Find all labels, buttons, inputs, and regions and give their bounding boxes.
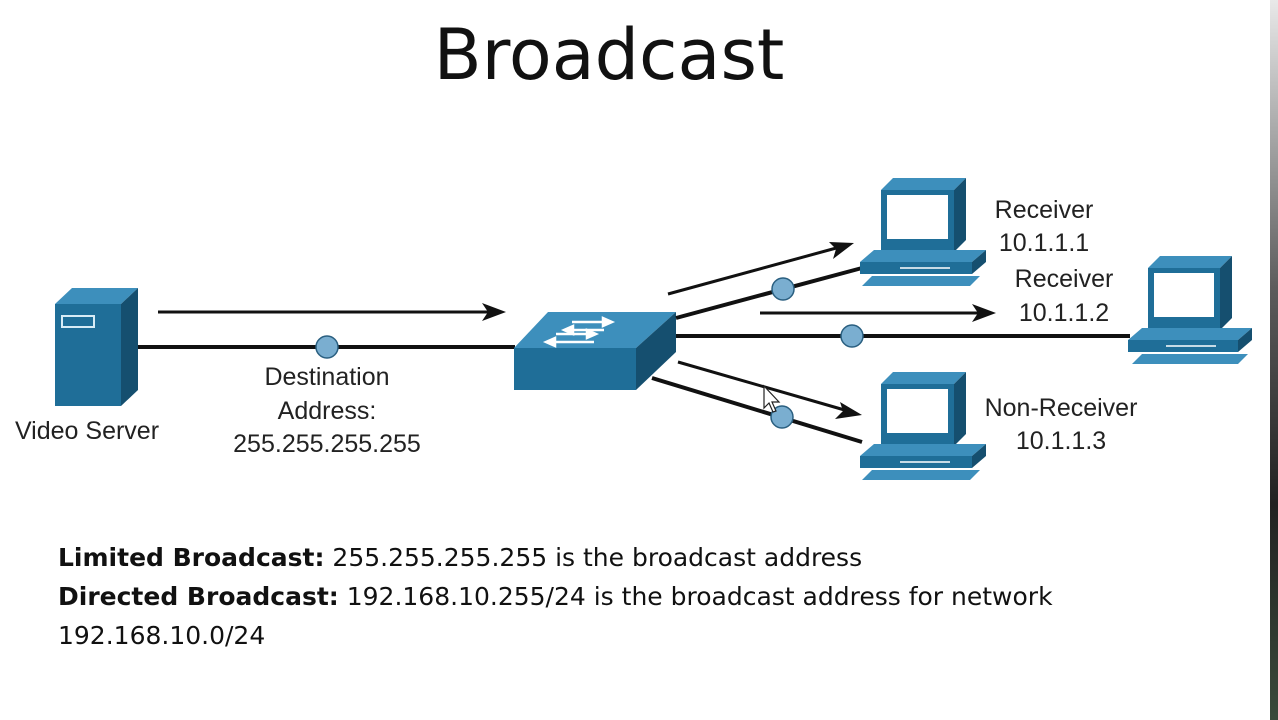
broadcast-notes: Limited Broadcast: 255.255.255.255 is th… [58,538,1208,655]
receiver2-ip: 10.1.1.2 [1019,299,1109,327]
packet-icon [840,324,864,348]
directed-broadcast-line: Directed Broadcast: 192.168.10.255/24 is… [58,577,1208,655]
mouse-cursor-icon [763,384,781,413]
limited-broadcast-text: 255.255.255.255 is the broadcast address [332,543,863,572]
window-edge-strip [1270,0,1278,720]
limited-broadcast-label: Limited Broadcast: [58,543,325,572]
video-server-icon [55,288,138,406]
switch-icon [514,312,676,390]
nonreceiver-ip: 10.1.1.3 [1016,427,1106,455]
limited-broadcast-line: Limited Broadcast: 255.255.255.255 is th… [58,538,1208,577]
video-server-label: Video Server [15,417,159,445]
packet-icon [770,405,794,429]
nonreceiver-computer-icon [860,372,986,480]
switch-nonreceiver-link [651,376,863,444]
packet-icon [771,277,795,301]
switch-receiver1-link [675,266,863,320]
directed-broadcast-text: 192.168.10.255/24 is the broadcast addre… [58,582,1053,650]
receiver2-name: Receiver [1015,265,1114,293]
receiver1-computer-icon [860,178,986,286]
receiver1-ip: 10.1.1.1 [999,229,1089,257]
receiver1-name: Receiver [995,196,1094,224]
destination-address-value: 255.255.255.255 [233,430,421,458]
forward-arrow-nonreceiver [677,360,849,413]
directed-broadcast-label: Directed Broadcast: [58,582,339,611]
slide-title: Broadcast [433,14,785,96]
forward-arrow-receiver1 [667,245,841,296]
destination-label-line1: Destination [264,363,389,391]
destination-label-line2: Address: [278,397,377,425]
packet-icon [315,335,339,359]
nonreceiver-name: Non-Receiver [985,394,1138,422]
receiver2-computer-icon [1128,256,1252,364]
